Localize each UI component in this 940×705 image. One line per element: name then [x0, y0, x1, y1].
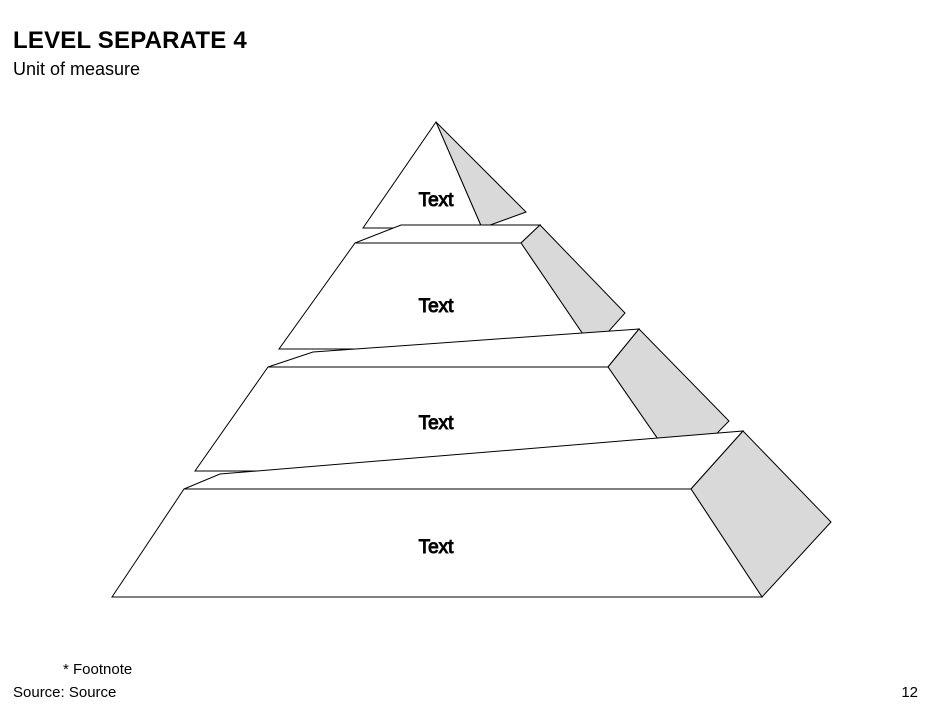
footnote: * Footnote: [63, 661, 133, 678]
pyramid-level-3: Text: [194, 328, 730, 472]
source-note: Source: Source: [13, 684, 117, 701]
page-title: LEVEL SEPARATE 4: [13, 27, 247, 54]
pyramid-level-3-label: Text: [419, 413, 455, 434]
pyramid-level-4-front: [111, 488, 763, 598]
page-subtitle: Unit of measure: [13, 59, 141, 79]
pyramid-level-4: Text: [111, 430, 832, 598]
pyramid-level-4-label: Text: [419, 537, 455, 558]
pyramid-level-2: Text: [278, 224, 626, 350]
pyramid-level-2-label: Text: [419, 296, 455, 317]
page-number: 12: [901, 684, 918, 701]
pyramid-level-1: Text: [362, 120, 527, 229]
pyramid-level-1-label: Text: [419, 190, 455, 211]
